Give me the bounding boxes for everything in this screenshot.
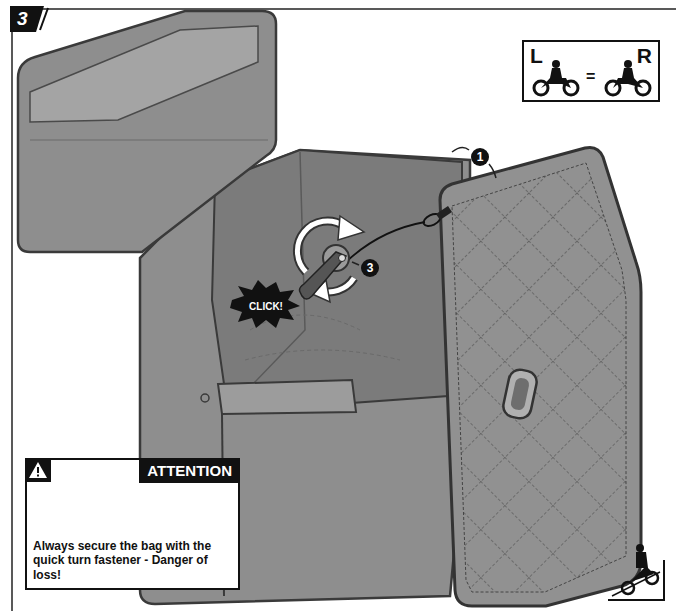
bag-interior (212, 150, 462, 412)
side-equal-box: L = R (522, 40, 660, 102)
callout-number: 1 (471, 148, 489, 166)
rivet (201, 394, 209, 402)
arrow-head (338, 216, 364, 240)
motorcycle-stand-icon (608, 544, 664, 600)
side-letter: R (637, 44, 652, 67)
quick-turn-lever (300, 252, 347, 299)
callout-number: 3 (361, 259, 379, 277)
pocket-lip (218, 380, 356, 414)
quilting (440, 140, 650, 610)
lever-pivot (339, 255, 346, 262)
lanyard-tab (436, 206, 452, 220)
attention-box: ATTENTION Always secure the bag with the … (25, 458, 240, 590)
attention-note: Always secure the bag with the quick tur… (33, 539, 233, 582)
handle-grip (510, 377, 530, 411)
leader-line (489, 164, 496, 178)
click-burst-label: CLICK! (234, 292, 298, 320)
step-badge-slash (40, 8, 48, 30)
attention-heading: ATTENTION (139, 460, 238, 483)
interior-edge (228, 152, 305, 410)
step-number: 3 (17, 9, 28, 30)
warning-mark (37, 475, 39, 477)
frame-line (11, 9, 13, 611)
bag-lid (18, 11, 276, 252)
side-letter: L (530, 44, 543, 67)
attention-ground (25, 458, 240, 590)
frame-line (12, 8, 676, 10)
step-badge-shape (10, 6, 44, 32)
leader-line (352, 262, 359, 265)
equal-sign: = (586, 68, 595, 86)
click-text: CLICK! (249, 301, 283, 312)
warning-mark (37, 467, 39, 473)
lid-seam (30, 140, 268, 141)
leader-line (452, 147, 469, 152)
click-burst (230, 280, 300, 328)
handle (501, 368, 538, 421)
warning-triangle (29, 462, 47, 478)
step-number-badge: 3 (10, 6, 40, 32)
warning-icon-ground (25, 458, 51, 482)
lid-panel (30, 26, 258, 122)
